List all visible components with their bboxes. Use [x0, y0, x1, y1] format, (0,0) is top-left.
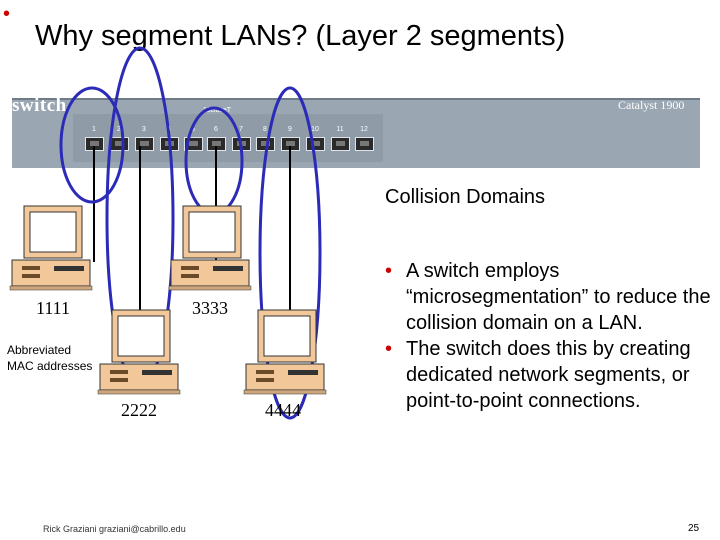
bullet-item: • A switch employs “microsegmentation” t… — [385, 258, 715, 336]
port-number: 6 — [214, 126, 218, 133]
computer-icon — [9, 205, 93, 291]
bullet-item: • The switch does this by creating dedic… — [385, 336, 715, 414]
port-number: 8 — [263, 126, 267, 133]
switch-label: switch — [12, 95, 67, 116]
collision-domain-ellipse — [184, 106, 244, 216]
switch-speed-label: 10BaseT — [203, 107, 232, 114]
switch-port — [331, 137, 350, 151]
host-mac-label: 2222 — [121, 400, 157, 420]
switch-port — [306, 137, 325, 151]
host-mac-label: 1111 — [36, 298, 70, 318]
collision-domain-ellipse — [258, 86, 322, 420]
bullet-text: The switch does this by creating dedicat… — [406, 338, 691, 412]
port-number: 3 — [142, 126, 146, 133]
abbreviated-mac-note: Abbreviated MAC addresses — [7, 343, 93, 373]
computer-icon — [168, 205, 252, 291]
title-bullet: • — [3, 3, 11, 25]
bullet-list: • A switch employs “microsegmentation” t… — [385, 258, 715, 414]
computer-icon — [97, 309, 181, 395]
collision-domain-ellipse — [59, 86, 125, 204]
bullet-dot: • — [385, 338, 393, 360]
port-number: 9 — [288, 126, 292, 133]
bullet-dot: • — [385, 260, 393, 282]
page-number: 25 — [688, 523, 700, 534]
port-number: 1 — [92, 126, 96, 133]
host-mac-label: 3333 — [192, 298, 228, 318]
computer-icon — [243, 309, 327, 395]
switch-port — [355, 137, 374, 151]
switch-model-label: Catalyst 1900 — [618, 98, 685, 112]
port-number: 10 — [311, 126, 319, 133]
port-number: 7 — [239, 126, 243, 133]
bullet-text: A switch employs “microsegmentation” to … — [406, 260, 711, 334]
port-number: 12 — [360, 126, 368, 133]
port-number: 2 — [117, 126, 121, 133]
footer-author: Rick Graziani graziani@cabrillo.edu — [43, 524, 186, 534]
collision-domains-title: Collision Domains — [385, 186, 546, 208]
host-mac-label: 4444 — [265, 400, 301, 420]
port-number: 11 — [336, 126, 344, 133]
slide-title: Why segment LANs? (Layer 2 segments) — [35, 20, 566, 52]
